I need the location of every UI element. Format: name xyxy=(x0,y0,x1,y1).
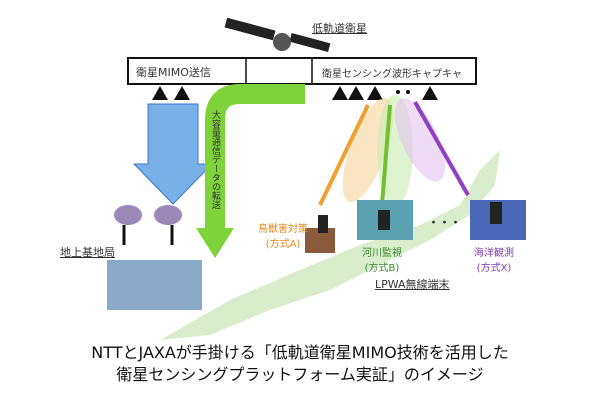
caption-line-2: 衛星センシングプラットフォーム実証」のイメージ xyxy=(116,365,484,384)
mimo-send-label: 衛星MIMO送信 xyxy=(136,66,211,79)
lpwa-label: LPWA無線端末 xyxy=(375,278,450,291)
satellite-label: 低軌道衛星 xyxy=(312,22,367,35)
terminal-a-label: 鳥獣害対策(方式A) xyxy=(258,224,308,250)
japan-map xyxy=(160,150,500,340)
antenna-icons xyxy=(152,86,438,100)
transfer-arrow xyxy=(205,84,305,230)
data-center-image xyxy=(107,260,202,310)
caption-line-1: NTTとJAXAが手掛ける「低軌道衛星MIMO技術を活用した xyxy=(91,343,509,362)
ground-dish-icons xyxy=(114,205,182,245)
terminal-x-label: 海洋観測(方式X) xyxy=(474,248,514,274)
sensing-capture-label: 衛星センシング波形キャプキャ xyxy=(322,69,462,80)
ground-station-label: 地上基地局 xyxy=(60,246,115,259)
satellite-icon xyxy=(224,17,331,53)
transfer-label: 大容量通信データの転送 xyxy=(210,110,220,209)
ellipsis: ・・・ xyxy=(428,216,461,229)
mimo-beam-arrow xyxy=(132,103,214,205)
satellite-bar xyxy=(127,57,477,85)
terminal-b-label: 河川監視(方式B) xyxy=(362,248,402,274)
